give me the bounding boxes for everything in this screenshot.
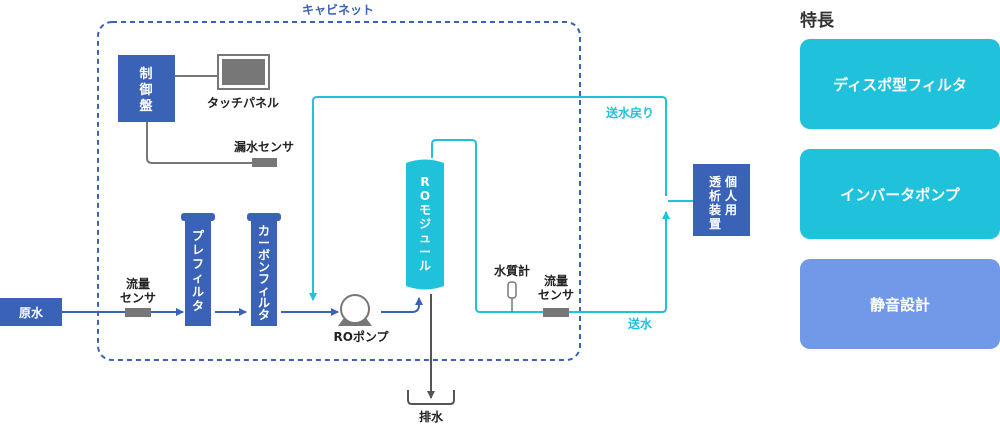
feature-card-disposable-filter: ディスポ型フィルタ — [800, 39, 1000, 129]
flow-sensor-out-label-1: 流量 — [544, 273, 568, 288]
raw-water-box — [0, 298, 62, 326]
label-char: カ — [258, 224, 270, 238]
feature-label: インバータポンプ — [840, 185, 960, 204]
dialysis-device-box — [693, 164, 750, 236]
cabinet-label: キャビネット — [302, 2, 374, 17]
raw-water-label: 原水 — [19, 305, 44, 320]
ro-pump-icon — [340, 294, 370, 324]
label-char: ー — [419, 245, 431, 259]
flow-sensor-in-label-2: センサ — [120, 291, 156, 305]
control-leak-line — [146, 122, 252, 164]
label-char: 析 — [709, 188, 721, 203]
label-char: ジ — [419, 217, 431, 231]
label-char: モ — [419, 203, 431, 217]
pipe-supply-return — [309, 96, 667, 301]
leak-sensor-label: 漏水センサ — [234, 139, 294, 154]
label-char: ル — [192, 285, 204, 299]
label-char: 透 — [709, 175, 722, 189]
carbon-filter-body — [251, 220, 277, 326]
pre-filter-body — [185, 220, 211, 326]
drain-label: 排水 — [419, 409, 444, 424]
label-char: R — [420, 175, 429, 189]
label-char: 人 — [725, 188, 738, 203]
label-char: ュ — [419, 231, 431, 245]
label-char: ィ — [192, 271, 204, 285]
water-quality-meter-label: 水質計 — [494, 263, 530, 278]
pipe-pump-to-ro — [381, 297, 423, 313]
label-char: 用 — [724, 203, 737, 217]
drain-tray — [407, 390, 455, 405]
label-char: 置 — [709, 217, 721, 231]
label-char: ィ — [258, 284, 270, 298]
feature-card-quiet-design: 静音設計 — [800, 259, 1000, 349]
label-char: フ — [192, 257, 204, 271]
label-char: プ — [192, 228, 205, 243]
label-char: タ — [192, 299, 204, 313]
label-char: ル — [258, 296, 270, 310]
flow-sensor-out-icon — [543, 308, 569, 317]
cabinet-boundary — [97, 21, 581, 361]
touch-panel-label: タッチパネル — [207, 96, 279, 110]
svg-text:御: 御 — [138, 82, 152, 98]
label-char: ル — [419, 259, 431, 273]
label-char: ボ — [258, 247, 270, 262]
touch-panel-screen — [222, 59, 265, 85]
supply-return-label: 送水戻り — [605, 105, 654, 120]
ro-module-body — [406, 159, 444, 290]
svg-text:制: 制 — [139, 66, 152, 82]
flow-sensor-in-label-1: 流量 — [126, 276, 150, 291]
label-char: ー — [258, 236, 270, 250]
label-char: 個 — [724, 174, 737, 189]
flow-sensor-out-label-2: センサ — [538, 288, 574, 302]
pipe-ro-to-supply — [431, 139, 670, 313]
control-panel-label: 制 御 盤 — [138, 66, 153, 114]
carbon-filter-cap — [247, 213, 281, 221]
pre-filter-cap — [181, 213, 215, 221]
features-title: 特長 — [800, 11, 834, 31]
label-char: レ — [192, 243, 204, 257]
ro-pump-label: ROポンプ — [333, 329, 389, 344]
supply-label: 送水 — [627, 316, 653, 331]
label-char: O — [420, 189, 430, 203]
water-quality-meter-icon — [507, 281, 517, 299]
feature-card-inverter-pump: インバータポンプ — [800, 149, 1000, 239]
label-char: ン — [258, 260, 270, 274]
svg-text:盤: 盤 — [138, 98, 153, 114]
control-panel-box — [118, 55, 175, 122]
label-char: フ — [258, 272, 270, 286]
feature-label: ディスポ型フィルタ — [833, 75, 967, 94]
leak-sensor-icon — [252, 158, 277, 167]
label-char: 装 — [708, 202, 721, 217]
flow-sensor-in-icon — [125, 308, 151, 317]
feature-label: 静音設計 — [869, 295, 930, 314]
label-char: タ — [258, 308, 270, 322]
